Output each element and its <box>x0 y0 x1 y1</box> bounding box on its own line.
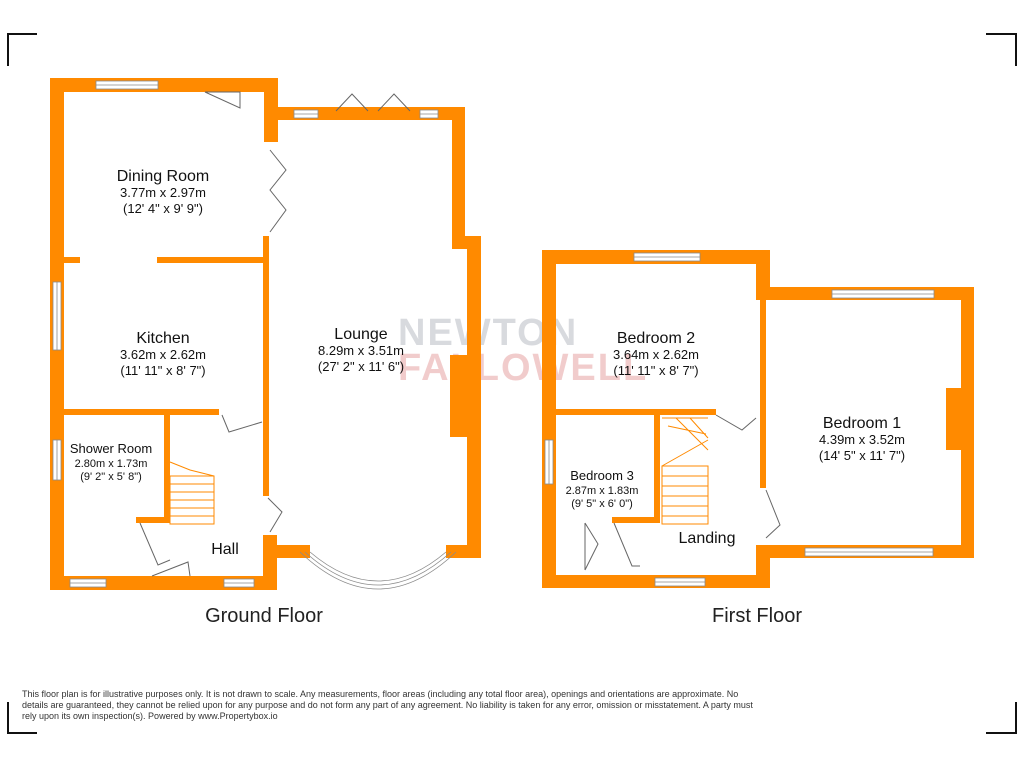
room-name: Hall <box>211 541 239 558</box>
first-floor-windows <box>544 252 935 587</box>
room-kitchen: Kitchen 3.62m x 2.62m (11' 11" x 8' 7") <box>120 330 206 378</box>
room-name: Bedroom 2 <box>617 330 695 347</box>
room-bedroom-2: Bedroom 2 3.64m x 2.62m (11' 11" x 8' 7"… <box>613 330 699 378</box>
first-floor-label: First Floor <box>712 605 802 627</box>
watermark: NEWTON FALLOWELL <box>398 312 648 389</box>
room-name: Shower Room <box>70 441 152 456</box>
room-hall: Hall <box>211 541 239 558</box>
room-metric: 3.62m x 2.62m <box>120 347 206 362</box>
first-floor-stairs <box>661 417 709 525</box>
room-metric: 4.39m x 3.52m <box>819 432 905 447</box>
room-imperial: (12' 4" x 9' 9") <box>123 201 203 216</box>
room-imperial: (14' 5" x 11' 7") <box>819 448 905 463</box>
room-metric: 2.87m x 1.83m <box>566 485 639 497</box>
corner-marks <box>7 33 1017 734</box>
room-metric: 8.29m x 3.51m <box>318 343 404 358</box>
room-lounge: Lounge 8.29m x 3.51m (27' 2" x 11' 6") <box>318 326 404 374</box>
ground-floor-label: Ground Floor <box>205 605 323 627</box>
room-metric: 2.80m x 1.73m <box>75 458 148 470</box>
ground-floor-stairs <box>169 461 215 525</box>
room-imperial: (11' 11" x 8' 7") <box>120 363 205 378</box>
room-name: Bedroom 1 <box>823 415 901 432</box>
room-imperial: (11' 11" x 8' 7") <box>613 363 698 378</box>
room-name: Bedroom 3 <box>570 468 634 483</box>
room-name: Dining Room <box>117 168 209 185</box>
room-imperial: (9' 2" x 5' 8") <box>80 471 142 483</box>
ground-floor-doors <box>139 91 411 577</box>
room-metric: 3.77m x 2.97m <box>120 185 206 200</box>
room-dining-room: Dining Room 3.77m x 2.97m (12' 4" x 9' 9… <box>117 168 209 216</box>
room-imperial: (27' 2" x 11' 6") <box>318 359 404 374</box>
room-shower-room: Shower Room 2.80m x 1.73m (9' 2" x 5' 8"… <box>70 441 152 483</box>
room-bedroom-1: Bedroom 1 4.39m x 3.52m (14' 5" x 11' 7"… <box>819 415 905 463</box>
first-floor-doors <box>584 414 781 571</box>
room-imperial: (9' 5" x 6' 0") <box>571 498 633 510</box>
first-floor-walls <box>542 250 974 588</box>
room-name: Lounge <box>334 326 387 343</box>
room-bedroom-3: Bedroom 3 2.87m x 1.83m (9' 5" x 6' 0") <box>566 468 639 510</box>
room-landing: Landing <box>679 530 736 547</box>
room-name: Kitchen <box>136 330 189 347</box>
watermark-line-2: FALLOWELL <box>398 347 648 389</box>
room-metric: 3.64m x 2.62m <box>613 347 699 362</box>
disclaimer-text: This floor plan is for illustrative purp… <box>22 689 753 721</box>
ground-floor-windows <box>52 80 457 590</box>
room-name: Landing <box>679 530 736 547</box>
